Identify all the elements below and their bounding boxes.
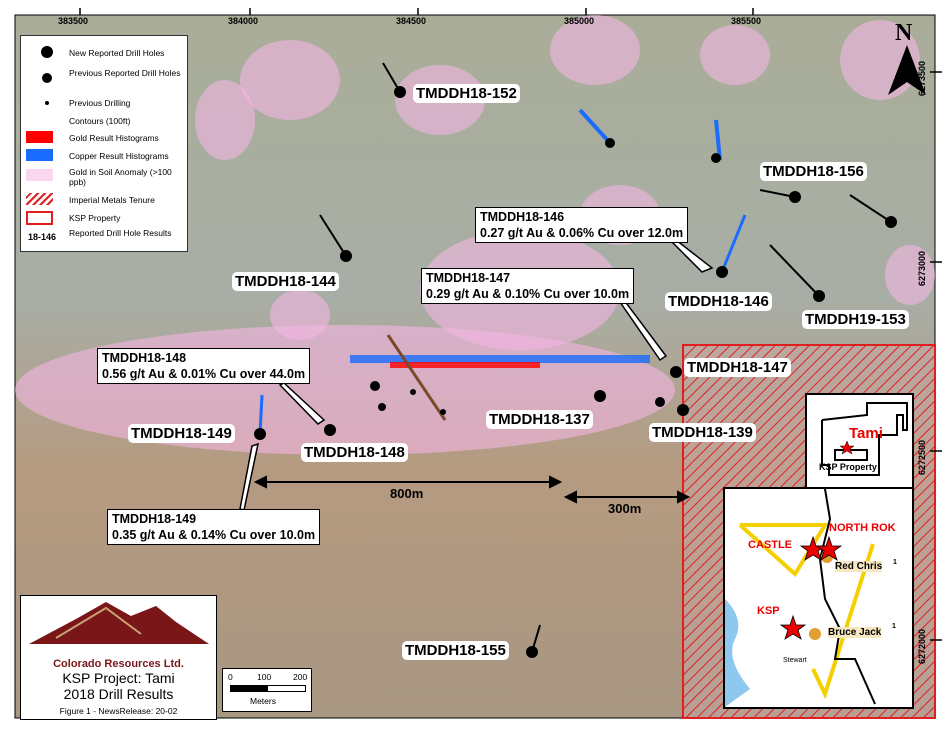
drill-hole-label: TMDDH18-139 — [649, 423, 756, 442]
previous-drilling-symbol-icon — [45, 101, 49, 105]
distance-label: 300m — [608, 501, 642, 516]
x-tick: 385000 — [564, 16, 595, 26]
callout-leaders — [239, 239, 714, 511]
drill-hole-label: TMDDH19-153 — [802, 310, 909, 329]
drill-hole-label: TMDDH18-156 — [760, 162, 867, 181]
y-tick: 6272000 — [917, 628, 927, 664]
y-tick: 6273500 — [917, 60, 927, 96]
title-block: Colorado Resources Ltd. KSP Project: Tam… — [20, 595, 217, 720]
property-inset: Tami KSP Property — [805, 393, 914, 490]
drill-hole-label: TMDDH18-155 — [402, 641, 509, 660]
north-arrow-icon — [888, 45, 926, 95]
drill-hole-label: TMDDH18-152 — [413, 84, 520, 103]
north-label: N — [895, 20, 913, 46]
gold-histogram-swatch-icon — [26, 131, 53, 143]
drill-hole-label: TMDDH18-146 — [665, 292, 772, 311]
x-tick: 383500 — [58, 16, 89, 26]
x-tick: 384500 — [396, 16, 427, 26]
copper-histogram-swatch-icon — [26, 149, 53, 161]
distance-arrows — [253, 475, 691, 504]
y-tick: 6273000 — [917, 250, 927, 286]
coordinate-ticks — [79, 8, 942, 641]
ksp-property-swatch-icon — [26, 211, 53, 225]
scale-bar: 0 100 200 Meters — [222, 668, 312, 712]
drill-hole-markers — [254, 86, 897, 658]
legend: New Reported Drill Holes Previous Report… — [20, 35, 188, 252]
y-tick: 6272500 — [917, 439, 927, 475]
drill-hole-label: TMDDH18-144 — [232, 272, 339, 291]
drill-hole-label: TMDDH18-148 — [301, 443, 408, 462]
new-hole-symbol-icon — [41, 46, 53, 58]
previous-hole-symbol-icon — [42, 73, 52, 83]
drill-hole-label: TMDDH18-149 — [128, 424, 235, 443]
tenure-swatch-icon — [26, 193, 53, 205]
drill-hole-label: TMDDH18-137 — [486, 410, 593, 429]
x-tick: 384000 — [228, 16, 259, 26]
x-tick: 385500 — [731, 16, 762, 26]
soil-anomaly-swatch-icon — [26, 169, 53, 181]
company-logo — [29, 602, 209, 644]
drill-hole-label: TMDDH18-147 — [684, 358, 791, 377]
regional-inset: NORTH ROK CASTLE KSP Red Chris 1 Bruce J… — [723, 487, 914, 709]
distance-label: 800m — [390, 486, 424, 501]
